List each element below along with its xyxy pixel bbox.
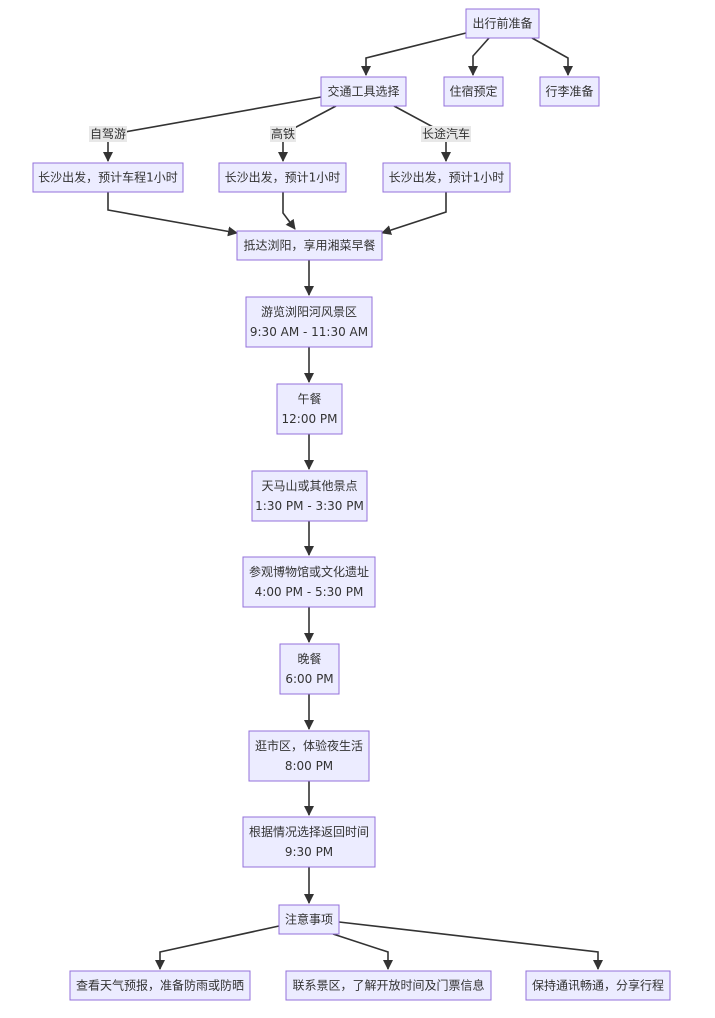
node-label: 长沙出发，预计车程1小时	[38, 170, 178, 185]
node-label: 交通工具选择	[327, 84, 399, 99]
node-label: 联系景区，了解开放时间及门票信息	[292, 978, 484, 993]
node-bus-depart: 长沙出发，预计1小时	[382, 162, 511, 193]
node-label: 12:00 PM	[282, 412, 338, 426]
node-box	[278, 904, 340, 935]
node-label: 出行前准备	[472, 16, 532, 31]
node-label: 抵达浏阳，享用湘菜早餐	[243, 238, 375, 253]
node-dinner: 晚餐 6:00 PM	[279, 643, 340, 695]
edge-label-text: 高铁	[271, 126, 295, 141]
edge-arrow	[531, 37, 573, 76]
node-label: 游览浏阳河风景区	[261, 304, 357, 319]
edge-label-bg	[270, 126, 296, 142]
edge-label-bg	[421, 126, 471, 142]
node-rail-depart: 长沙出发，预计1小时	[218, 162, 347, 193]
edge-arrow	[381, 192, 447, 235]
node-label: 参观博物馆或文化遗址	[249, 564, 369, 579]
node-notes: 注意事项	[278, 904, 340, 935]
edge-arrow	[107, 192, 238, 237]
edge-label-bus: 长途汽车	[421, 126, 471, 142]
node-label: 4:00 PM - 5:30 PM	[255, 585, 364, 599]
edge-arrow	[155, 925, 280, 970]
node-label: 长沙出发，预计1小时	[225, 170, 341, 185]
node-label: 晚餐	[297, 651, 321, 666]
edge-label-text: 自驾游	[90, 127, 126, 141]
edge-arrow	[282, 192, 296, 230]
node-box	[236, 230, 383, 261]
node-lunch: 午餐 12:00 PM	[276, 383, 343, 435]
node-box	[245, 296, 373, 348]
node-label: 保持通讯畅通，分享行程	[532, 978, 664, 993]
node-box	[242, 556, 376, 608]
node-tianma: 天马山或其他景点 1:30 PM - 3:30 PM	[251, 470, 368, 522]
node-box	[248, 730, 370, 782]
node-box	[242, 816, 376, 868]
node-box	[539, 76, 600, 107]
node-label: 行李准备	[545, 84, 593, 99]
edge-labels: 自驾游 高铁 长途汽车	[89, 126, 471, 142]
node-breakfast: 抵达浏阳，享用湘菜早餐	[236, 230, 383, 261]
node-box	[525, 970, 671, 1001]
edge-arrow	[468, 37, 490, 76]
edge-label-bg	[89, 126, 127, 142]
node-label: 9:30 PM	[285, 845, 333, 859]
node-label: 午餐	[297, 391, 321, 406]
node-box	[276, 383, 343, 435]
edge-arrow	[361, 32, 467, 76]
node-label: 住宿预定	[449, 84, 497, 99]
node-box	[251, 470, 368, 522]
node-box	[382, 162, 511, 193]
node-weather: 查看天气预报，准备防雨或防晒	[69, 970, 251, 1001]
edge-arrow	[332, 933, 393, 970]
node-label: 注意事项	[285, 912, 333, 927]
edge-label-rail: 高铁	[270, 126, 296, 142]
node-box	[443, 76, 504, 107]
node-box	[285, 970, 492, 1001]
node-museum: 参观博物馆或文化遗址 4:00 PM - 5:30 PM	[242, 556, 376, 608]
node-transport: 交通工具选择	[320, 76, 407, 107]
node-label: 1:30 PM - 3:30 PM	[255, 499, 364, 513]
edge-label-drive: 自驾游	[89, 126, 127, 142]
edge-arrow	[338, 921, 603, 970]
node-prep: 出行前准备	[465, 8, 540, 39]
node-return: 根据情况选择返回时间 9:30 PM	[242, 816, 376, 868]
node-box	[279, 643, 340, 695]
node-label: 6:00 PM	[285, 672, 333, 686]
node-box	[218, 162, 347, 193]
node-box	[69, 970, 251, 1001]
node-box	[32, 162, 184, 193]
node-drive-depart: 长沙出发，预计车程1小时	[32, 162, 184, 193]
node-label: 长沙出发，预计1小时	[389, 170, 505, 185]
node-box	[320, 76, 407, 107]
node-nightlife: 逛市区，体验夜生活 8:00 PM	[248, 730, 370, 782]
node-box	[465, 8, 540, 39]
node-contact: 联系景区，了解开放时间及门票信息	[285, 970, 492, 1001]
node-label: 逛市区，体验夜生活	[255, 738, 363, 753]
node-label: 8:00 PM	[285, 759, 333, 773]
node-label: 查看天气预报，准备防雨或防晒	[76, 978, 244, 993]
node-luggage: 行李准备	[539, 76, 600, 107]
node-lodging: 住宿预定	[443, 76, 504, 107]
edge-label-text: 长途汽车	[422, 126, 470, 141]
node-label: 根据情况选择返回时间	[249, 825, 369, 839]
node-river: 游览浏阳河风景区 9:30 AM - 11:30 AM	[245, 296, 373, 348]
node-comms: 保持通讯畅通，分享行程	[525, 970, 671, 1001]
node-label: 天马山或其他景点	[261, 479, 357, 493]
node-label: 9:30 AM - 11:30 AM	[250, 325, 368, 339]
